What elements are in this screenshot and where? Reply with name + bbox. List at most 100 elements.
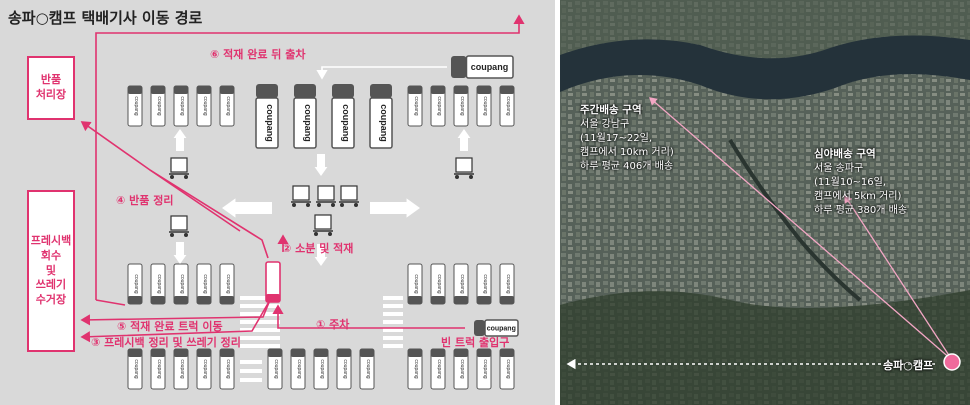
small-truck-icon: coupang xyxy=(173,85,189,127)
small-truck-icon: coupang xyxy=(499,348,515,390)
return-processing-box: 반품 처리장 xyxy=(27,56,75,120)
route-step3 xyxy=(80,299,271,343)
loading-truck-icon: coupang xyxy=(331,84,355,149)
small-truck-icon: coupang xyxy=(453,263,469,305)
crosswalk-stripe xyxy=(240,312,280,316)
small-truck-icon: coupang xyxy=(127,348,143,390)
truck-cab xyxy=(174,349,188,357)
night-zone-line4: 하루 평균 380개 배송 xyxy=(814,205,908,216)
route-link xyxy=(95,299,126,306)
truck-cab xyxy=(431,349,445,357)
truck-cab xyxy=(128,296,142,304)
truck-cab xyxy=(408,349,422,357)
truck-cab xyxy=(151,296,165,304)
truck-brand-text: coupang xyxy=(133,96,139,115)
step-4-label: ④ 반품 정리 xyxy=(116,194,174,207)
truck-body xyxy=(369,97,393,149)
truck-brand-text: coupang xyxy=(482,96,488,115)
truck-brand-text: coupang xyxy=(296,359,302,378)
cart-wheel xyxy=(331,203,335,207)
truck-cab xyxy=(337,349,351,357)
small-truck-icon: coupang xyxy=(476,348,492,390)
cart-icon xyxy=(316,185,336,207)
cart-box xyxy=(170,157,188,173)
white-arrow-down xyxy=(314,244,328,266)
truck-cab xyxy=(220,349,234,357)
truck-cab xyxy=(500,86,514,94)
tancheon-stream xyxy=(728,138,862,302)
horizontal-truck-icon: coupang xyxy=(451,55,514,79)
truck-brand-text: coupang xyxy=(482,274,488,293)
truck-brand-text: coupang xyxy=(156,359,162,378)
truck-cab xyxy=(268,349,282,357)
truck-cab xyxy=(370,84,392,98)
small-truck-icon: coupang xyxy=(150,263,166,305)
truck-cab xyxy=(332,84,354,98)
route-step6 xyxy=(95,14,525,300)
truck-cab xyxy=(151,349,165,357)
cart-wheel xyxy=(340,203,344,207)
crosswalk-stripe xyxy=(240,360,262,364)
truck-cab xyxy=(174,296,188,304)
truck-cab xyxy=(408,86,422,94)
truck-cab xyxy=(220,86,234,94)
truck-brand-text: coupang xyxy=(505,96,511,115)
small-truck-icon: coupang xyxy=(219,348,235,390)
truck-cab xyxy=(256,84,278,98)
truck-brand-text: coupang xyxy=(413,359,419,378)
truck-brand-text: coupang xyxy=(202,274,208,293)
truck-cab xyxy=(197,349,211,357)
crosswalk-stripe xyxy=(383,328,403,332)
small-truck-icon: coupang xyxy=(267,348,283,390)
crosswalk-stripe xyxy=(383,320,403,324)
truck-brand-text: coupang xyxy=(487,325,516,332)
truck-cab xyxy=(431,86,445,94)
white-arrow-up xyxy=(173,129,187,151)
truck-brand-text: coupang xyxy=(225,274,231,293)
cart-wheel xyxy=(292,203,296,207)
truck-cab xyxy=(500,296,514,304)
white-arrow-right xyxy=(370,198,420,218)
truck-brand-text: coupang xyxy=(179,359,185,378)
truck-brand-text: coupang xyxy=(413,274,419,293)
small-truck-icon: coupang xyxy=(476,263,492,305)
small-truck-icon: coupang xyxy=(196,263,212,305)
cart-box xyxy=(340,185,358,201)
truck-brand-text: coupang xyxy=(459,96,465,115)
truck-brand-text: coupang xyxy=(436,359,442,378)
route-diagram: coupang coupang coupang coupang coupang coupa… xyxy=(0,0,555,405)
fresh-bag-collection-box: 프레시백 회수 및 쓰레기 수거장 xyxy=(27,190,75,352)
crosswalk-stripe xyxy=(240,328,280,332)
mountain-area xyxy=(560,290,970,405)
truck-cab xyxy=(294,84,316,98)
truck-cab xyxy=(477,349,491,357)
small-truck-icon: coupang xyxy=(476,85,492,127)
crosswalk-stripe xyxy=(383,312,403,316)
small-truck-icon: coupang xyxy=(173,263,189,305)
night-zone-line1: 서울 송파구 xyxy=(814,163,864,174)
crosswalk-stripe xyxy=(240,344,280,348)
day-zone-line4: 하루 평균 406개 배송 xyxy=(580,161,674,172)
truck-cab xyxy=(128,86,142,94)
truck-cab xyxy=(454,349,468,357)
camp-marker-icon xyxy=(943,353,961,371)
truck-brand-text: coupang xyxy=(202,96,208,115)
cart-wheel xyxy=(306,203,310,207)
truck-cab xyxy=(360,349,374,357)
truck-brand-text: coupang xyxy=(303,104,313,142)
crosswalk-stripe xyxy=(383,296,403,300)
cart-wheel xyxy=(184,175,188,179)
loading-truck-icon: coupang xyxy=(255,84,279,149)
truck-brand-text: coupang xyxy=(342,359,348,378)
truck-cab xyxy=(500,349,514,357)
route-step5 xyxy=(80,299,271,326)
crosswalk-stripe xyxy=(240,378,262,382)
truck-brand-text: coupang xyxy=(365,359,371,378)
white-arrow-down xyxy=(314,154,328,176)
cart-box xyxy=(455,157,473,173)
truck-cab xyxy=(220,296,234,304)
small-truck-icon: coupang xyxy=(499,85,515,127)
truck-brand-text: coupang xyxy=(413,96,419,115)
truck-cab xyxy=(197,86,211,94)
small-truck-icon: coupang xyxy=(499,263,515,305)
